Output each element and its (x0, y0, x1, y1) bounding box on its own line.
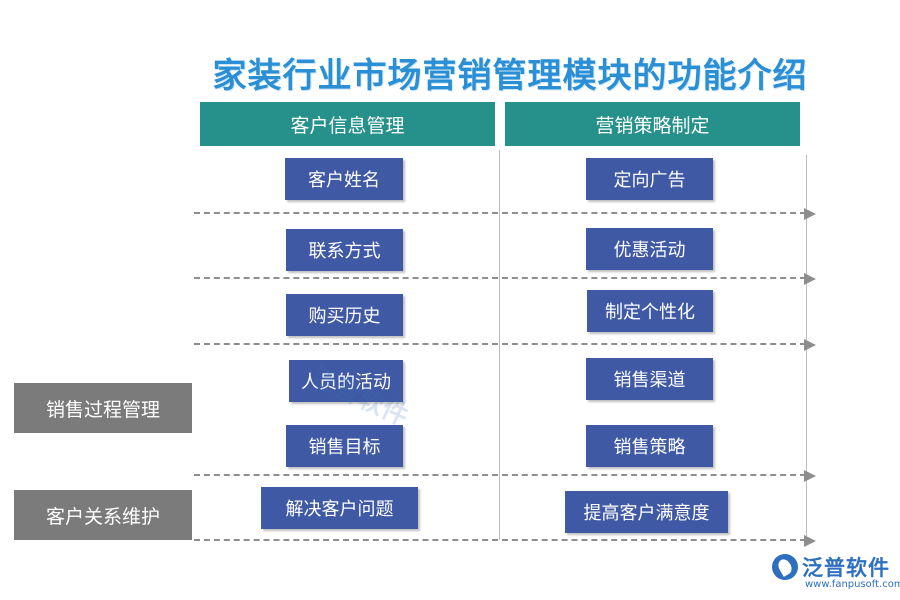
item-sales-channels: 销售渠道 (586, 358, 713, 400)
separator-line (194, 474, 806, 476)
separator-line (194, 343, 806, 345)
logo-icon (772, 554, 798, 580)
column-header-customer-info: 客户信息管理 (200, 102, 495, 146)
arrow-right-icon (804, 208, 816, 220)
arrow-right-icon (804, 273, 816, 285)
column-header-marketing-strategy: 营销策略制定 (505, 102, 800, 146)
logo-name: 泛普软件 (802, 556, 890, 580)
item-improve-satisfaction: 提高客户满意度 (565, 491, 728, 533)
brand-logo: 泛普软件 (772, 552, 890, 582)
item-sales-target: 销售目标 (286, 425, 403, 467)
item-contact-method: 联系方式 (286, 229, 403, 271)
page-title: 家装行业市场营销管理模块的功能介绍 (212, 56, 808, 96)
arrow-right-icon (804, 339, 816, 351)
arrow-right-icon (804, 470, 816, 482)
side-label-sales-process: 销售过程管理 (14, 383, 192, 433)
side-label-customer-relationship: 客户关系维护 (14, 490, 192, 540)
logo-url: www.fanpusoft.com (805, 579, 900, 590)
separator-line (194, 212, 806, 214)
separator-line (194, 539, 806, 541)
item-solve-customer-issues: 解决客户问题 (261, 487, 418, 529)
item-purchase-history: 购买历史 (286, 294, 403, 336)
item-customer-name: 客户姓名 (285, 158, 403, 200)
item-sales-strategy: 销售策略 (586, 425, 713, 467)
separator-line (194, 277, 806, 279)
arrow-right-icon (804, 535, 816, 547)
item-promotions: 优惠活动 (586, 228, 713, 270)
item-personnel-activity: 人员的活动 (289, 360, 403, 402)
center-divider (499, 150, 500, 540)
item-targeted-ads: 定向广告 (586, 158, 713, 200)
item-personalization: 制定个性化 (587, 290, 713, 332)
